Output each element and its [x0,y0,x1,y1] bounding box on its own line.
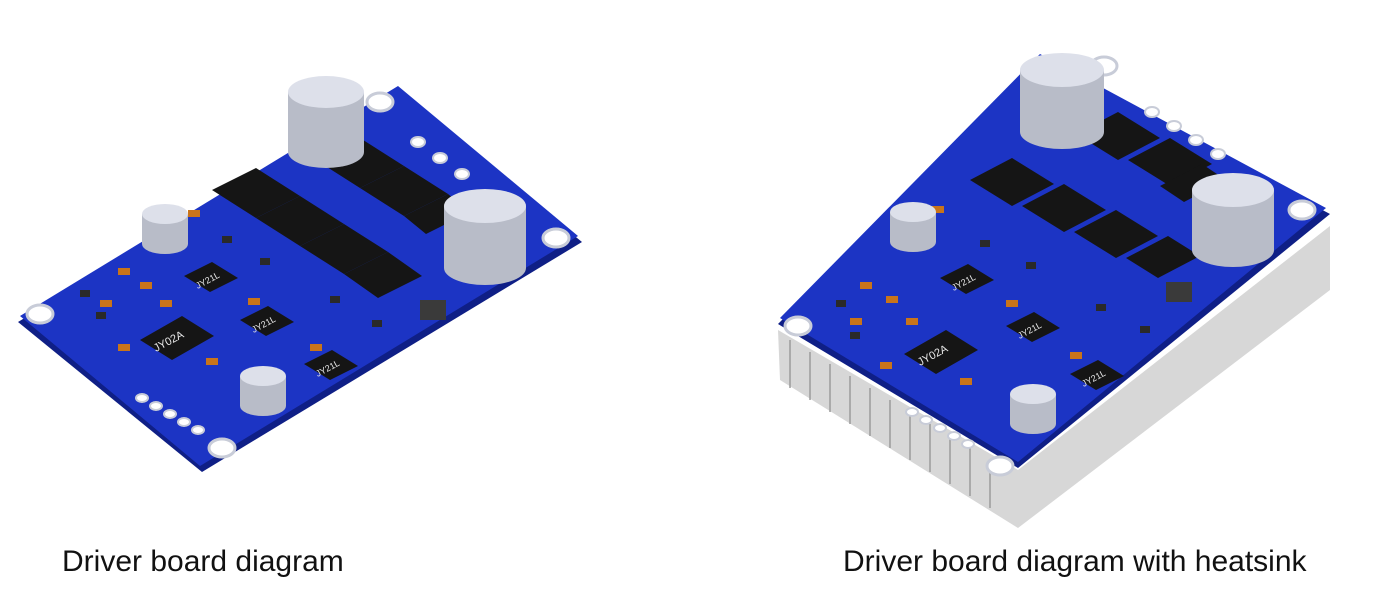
heatsink [778,226,1330,528]
caption-driver-board: Driver board diagram [62,545,344,578]
capacitor-large [444,189,526,285]
smd-capacitors [80,236,446,327]
capacitor-large [1020,53,1104,149]
chip-small: JY21L [1006,312,1060,342]
chip-small: JY21L [184,262,238,292]
board-top [20,86,578,466]
power-pads [410,136,470,180]
capacitor-large [288,76,364,168]
chip-small: JY21L [304,350,358,380]
chip-small: JY21L [940,264,994,294]
caption-driver-board-heatsink: Driver board diagram with heatsink [843,545,1307,578]
chip-small: JY21L [1070,360,1124,390]
driver-board-image: JY02A JY21L JY21L JY21L [0,0,700,520]
capacitor-small [240,366,286,416]
mount-hole [25,303,55,325]
mount-hole [207,437,237,459]
mount-hole [985,455,1015,477]
chip-main: JY02A [140,316,214,360]
smd-resistors [100,210,322,365]
capacitor-small [142,204,188,254]
smd-capacitors [836,240,1192,339]
chip-main: JY02A [904,330,978,374]
mount-hole [783,315,813,337]
signal-pads [905,407,975,449]
capacitor-small [890,202,936,252]
mount-hole [1287,199,1317,221]
driver-board-heatsink-illustration: JY02A JY21L JY21L JY21L [778,53,1330,528]
chip-small: JY21L [240,306,294,336]
mount-hole [365,91,395,113]
signal-pads [135,393,205,435]
driver-board-heatsink-image: JY02A JY21L JY21L JY21L [700,0,1398,540]
capacitor-small [1010,384,1056,434]
capacitor-large [1192,173,1274,267]
power-pads [1144,106,1226,160]
heatsink-fins [789,340,991,508]
driver-board-illustration: JY02A JY21L JY21L JY21L [18,76,582,472]
mosfet-array [970,112,1226,278]
smd-resistors [850,206,1082,385]
mount-hole [541,227,571,249]
